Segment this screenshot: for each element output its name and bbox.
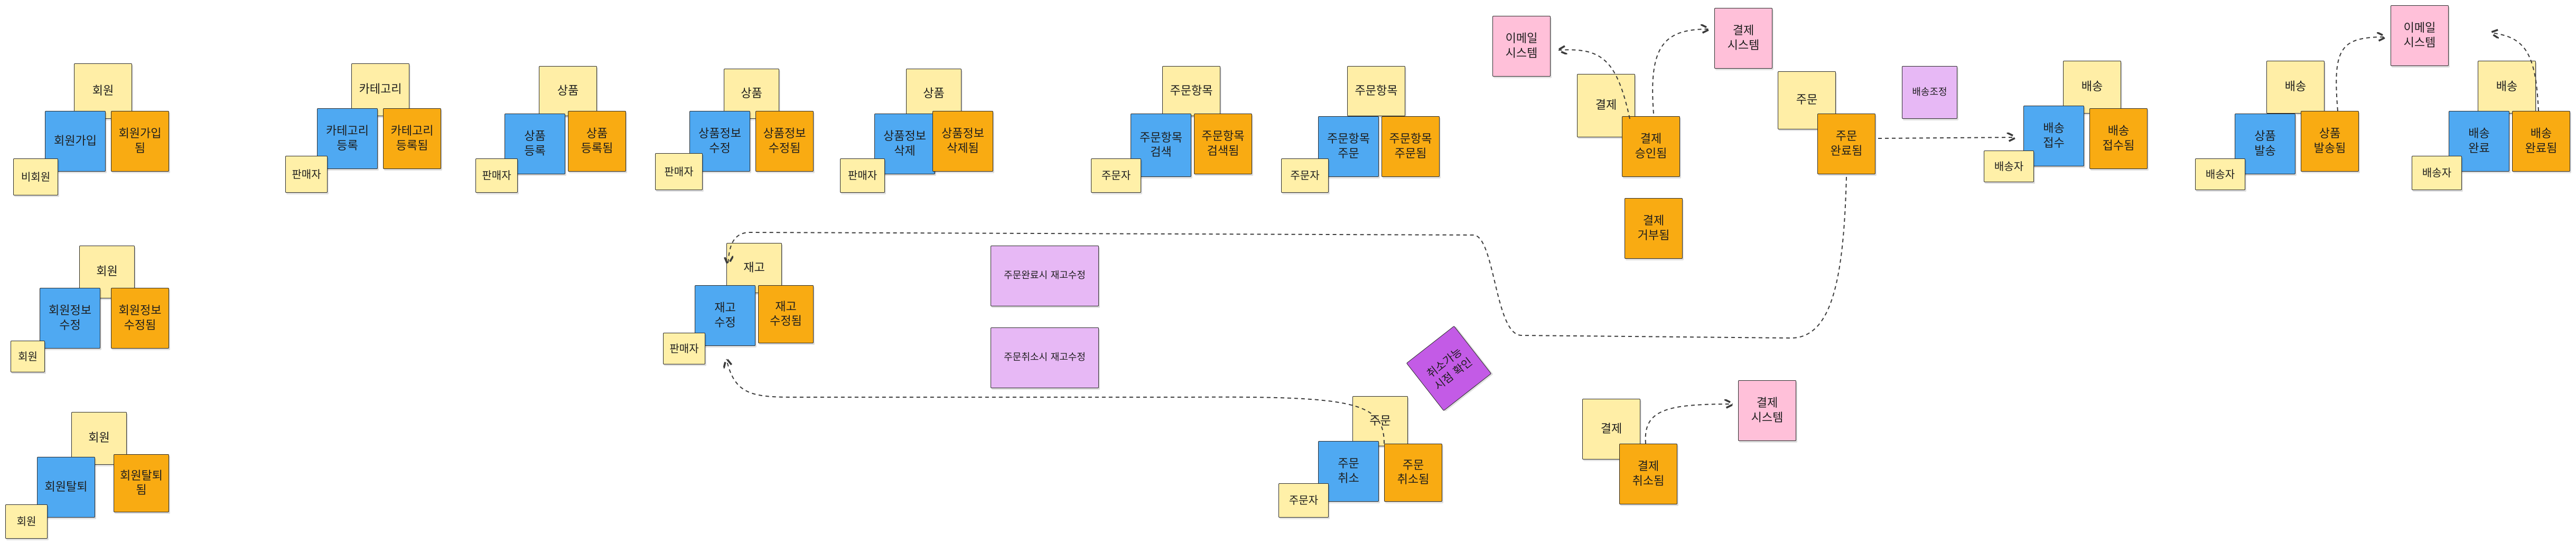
actor-category[interactable]: 판매자 xyxy=(285,156,328,193)
event-order-search[interactable]: 주문항목 검색됨 xyxy=(1194,114,1252,174)
aggregate-order-search[interactable]: 주문항목 xyxy=(1162,66,1220,116)
actor-product-delete[interactable]: 판매자 xyxy=(840,158,885,193)
arrow-payment-to-payment-system xyxy=(1652,29,1709,114)
actor-product-update[interactable]: 판매자 xyxy=(655,153,703,190)
event-product-register[interactable]: 상품 등록됨 xyxy=(568,111,626,172)
command-signup[interactable]: 회원가입 xyxy=(45,111,106,172)
actor-stock[interactable]: 판매자 xyxy=(663,333,705,364)
event-payment-cancelled[interactable]: 결제 취소됨 xyxy=(1619,444,1677,504)
aggregate-order-complete[interactable]: 주문 xyxy=(1778,71,1836,129)
aggregate-category[interactable]: 카테고리 xyxy=(351,63,409,116)
policy-delivery-adjust[interactable]: 배송조정 xyxy=(1902,66,1957,119)
command-order-item[interactable]: 주문항목 주문 xyxy=(1318,116,1379,177)
actor-order-cancel[interactable]: 주문자 xyxy=(1278,483,1329,518)
aggregate-signup[interactable]: 회원 xyxy=(74,63,132,119)
actor-withdraw[interactable]: 회원 xyxy=(5,504,48,539)
external-payment-system[interactable]: 결제 시스템 xyxy=(1714,8,1772,69)
actor-order-item[interactable]: 주문자 xyxy=(1281,158,1329,193)
aggregate-order-item[interactable]: 주문항목 xyxy=(1347,66,1405,116)
arrow-shipped-to-email xyxy=(2336,37,2385,111)
event-stock[interactable]: 재고 수정됨 xyxy=(758,285,814,343)
actor-delivery-done[interactable]: 배송자 xyxy=(2412,156,2462,190)
actor-delivery-ship[interactable]: 배송자 xyxy=(2195,158,2245,190)
command-product-register[interactable]: 상품 등록 xyxy=(505,114,565,174)
actor-delivery-receive[interactable]: 배송자 xyxy=(1984,151,2034,182)
external-payment-system-cancel[interactable]: 결제 시스템 xyxy=(1738,380,1796,441)
event-payment-approved[interactable]: 결제 승인됨 xyxy=(1622,116,1680,177)
event-member-update[interactable]: 회원정보 수정됨 xyxy=(111,288,169,349)
aggregate-product-delete[interactable]: 상품 xyxy=(906,69,962,119)
aggregate-delivery-receive[interactable]: 배송 xyxy=(2063,61,2121,114)
aggregate-order-cancel[interactable]: 주문 xyxy=(1352,396,1408,446)
external-email-system-ship[interactable]: 이메일 시스템 xyxy=(2391,5,2449,66)
policy-cancel-check[interactable]: 취소가능 시점 확인 xyxy=(1406,325,1492,411)
policy-stock-on-cancel[interactable]: 주문취소시 재고수정 xyxy=(991,327,1099,388)
event-withdraw[interactable]: 회원탈퇴 됨 xyxy=(114,454,169,512)
event-order-completed[interactable]: 주문 완료됨 xyxy=(1817,114,1875,174)
aggregate-delivery-ship[interactable]: 배송 xyxy=(2266,61,2325,114)
actor-product-register[interactable]: 판매자 xyxy=(475,158,518,193)
event-delivery-shipped[interactable]: 상품 발송됨 xyxy=(2301,111,2359,172)
aggregate-product-update[interactable]: 상품 xyxy=(724,69,779,119)
actor-order-search[interactable]: 주문자 xyxy=(1091,158,1141,193)
event-signup[interactable]: 회원가입 됨 xyxy=(111,111,169,172)
aggregate-delivery-done[interactable]: 배송 xyxy=(2478,61,2536,114)
actor-signup[interactable]: 비회원 xyxy=(13,158,58,195)
event-product-update[interactable]: 상품정보 수정됨 xyxy=(755,111,814,172)
command-member-update[interactable]: 회원정보 수정 xyxy=(40,288,100,349)
external-email-system-payment[interactable]: 이메일 시스템 xyxy=(1492,16,1551,77)
event-payment-rejected[interactable]: 결제 거부됨 xyxy=(1625,198,1683,259)
aggregate-product-register[interactable]: 상품 xyxy=(539,66,597,116)
arrow-payment-cancel-to-payment-system xyxy=(1645,404,1733,444)
event-category[interactable]: 카테고리 등록됨 xyxy=(383,108,441,169)
event-order-cancel[interactable]: 주문 취소됨 xyxy=(1384,444,1442,502)
event-order-item[interactable]: 주문항목 주문됨 xyxy=(1382,116,1440,177)
event-delivery-received[interactable]: 배송 접수됨 xyxy=(2089,108,2148,169)
arrow-order-complete-to-delivery xyxy=(1878,137,2015,138)
actor-member-update[interactable]: 회원 xyxy=(11,341,45,372)
policy-stock-on-order[interactable]: 주문완료시 재고수정 xyxy=(991,246,1099,306)
event-delivery-done[interactable]: 배송 완료됨 xyxy=(2512,111,2570,172)
event-product-delete[interactable]: 상품정보 삭제됨 xyxy=(932,111,993,172)
